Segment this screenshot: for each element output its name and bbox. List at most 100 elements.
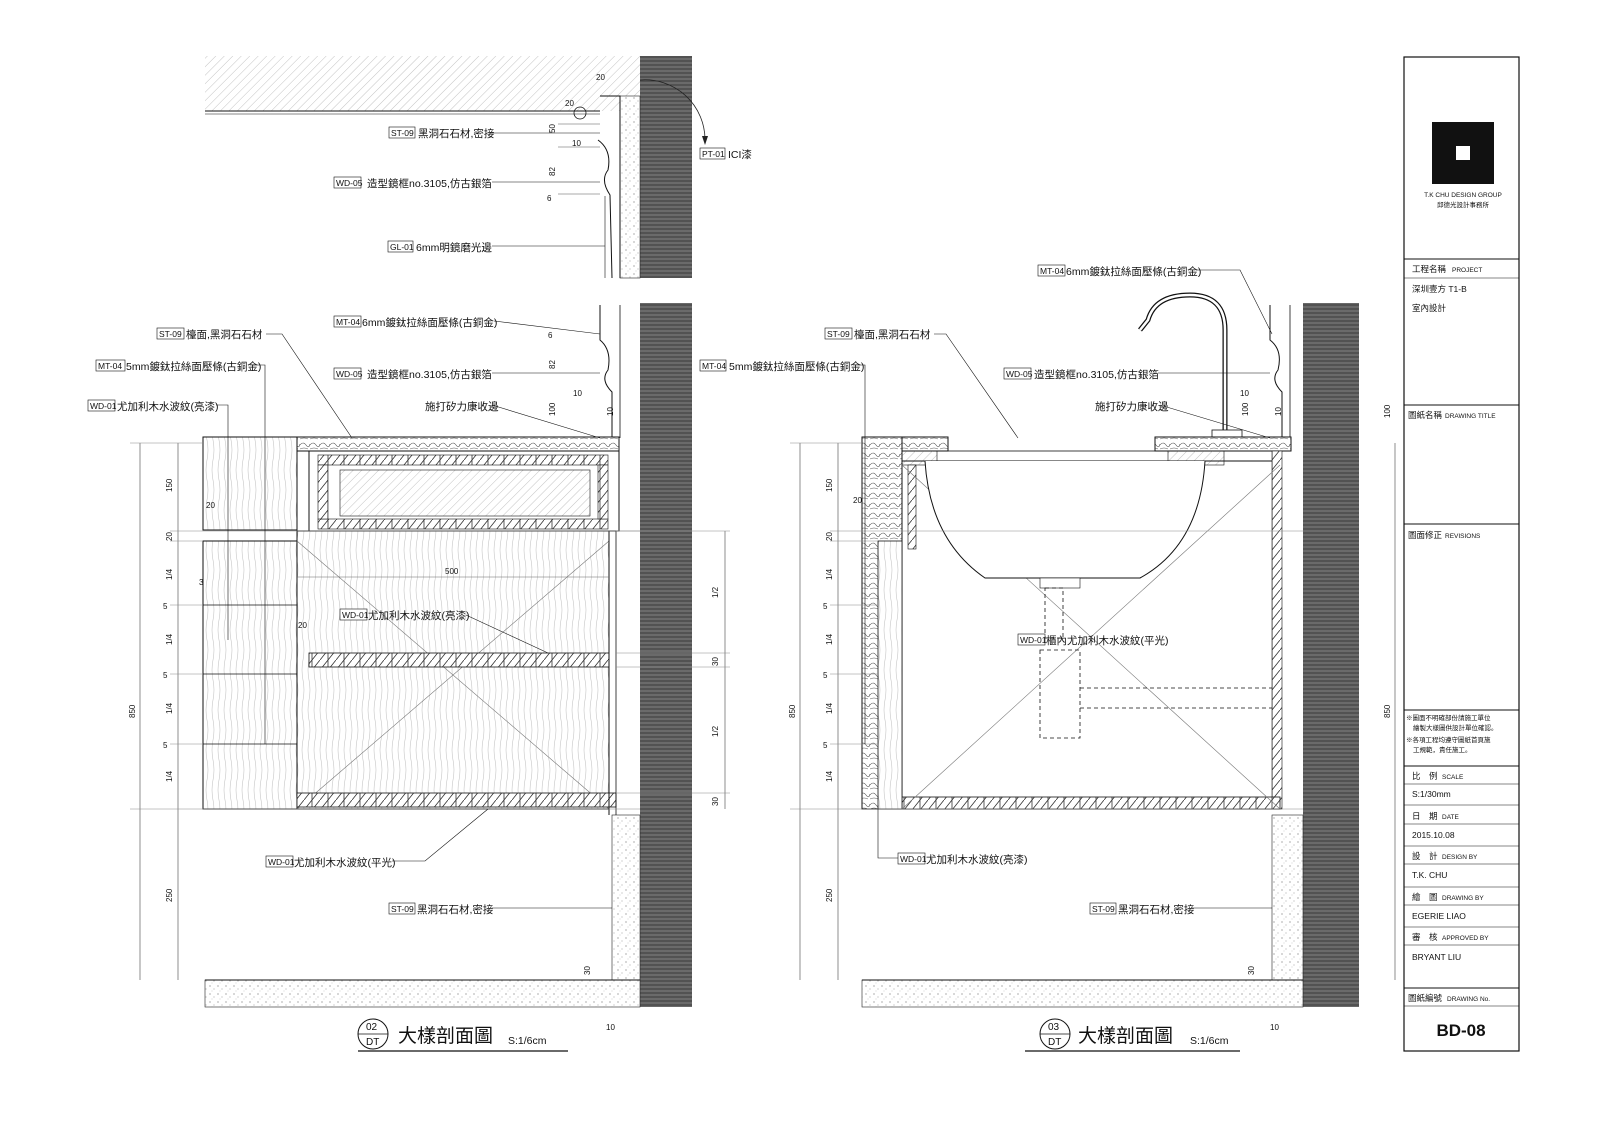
svg-text:※圖面不明確部份請施工單位: ※圖面不明確部份請施工單位 [1406,713,1491,722]
dims-left-03: 150 20 1/4 5 1/4 5 1/4 5 1/4 250 850 20 … [788,389,1396,1032]
svg-text:尤加利木水波紋(亮漆): 尤加利木水波紋(亮漆) [926,853,1028,866]
floor-03 [861,979,1304,1008]
svg-text:30: 30 [711,657,720,666]
svg-text:20: 20 [853,496,862,505]
svg-text:1/4: 1/4 [825,770,834,782]
svg-text:5: 5 [823,741,828,750]
svg-text:設 計: 設 計 [1412,851,1438,861]
svg-text:S:1/30mm: S:1/30mm [1412,789,1451,799]
svg-text:造型鏡框no.3105,仿古銀箔: 造型鏡框no.3105,仿古銀箔 [367,368,492,381]
label-pt01-top: PT-01 ICI漆 [699,147,752,161]
svg-text:850: 850 [128,704,137,718]
svg-text:10: 10 [606,1023,615,1032]
svg-text:10: 10 [1274,407,1283,416]
svg-text:3: 3 [199,578,204,587]
svg-text:比 例: 比 例 [1412,771,1438,781]
svg-text:5: 5 [163,602,168,611]
section-03: 150 20 1/4 5 1/4 5 1/4 5 1/4 250 850 20 … [699,264,1396,1052]
label-mt04-6mm-02: MT-04 6mm鍍鈦拉絲面壓條(古銅金) [333,315,601,335]
label-wd01-shelf-02: WD-01 尤加利木水波紋(亮漆) [339,608,549,654]
svg-text:1/2: 1/2 [711,725,720,737]
label-mt04-5mm-03: MT-04 5mm鍍鈦拉絲面壓條(古銅金) [699,359,866,744]
svg-text:室內設計: 室內設計 [1412,303,1447,313]
svg-text:工程名稱: 工程名稱 [1412,264,1447,274]
svg-text:82: 82 [548,360,557,369]
svg-text:5mm鍍鈦拉絲面壓條(古銅金): 5mm鍍鈦拉絲面壓條(古銅金) [126,360,261,373]
svg-text:100: 100 [1241,402,1250,416]
svg-text:MT-04: MT-04 [702,361,726,371]
svg-text:REVISIONS: REVISIONS [1445,533,1481,540]
svg-text:1/4: 1/4 [825,702,834,714]
svg-text:施打矽力康收邊: 施打矽力康收邊 [425,400,499,413]
svg-text:APPROVED BY: APPROVED BY [1442,935,1489,942]
svg-text:02: 02 [366,1022,378,1033]
drawing-number: BD-08 [1436,1021,1485,1040]
label-wd01-front-03: WD-01 尤加利木水波紋(亮漆) [877,805,1028,866]
svg-text:ST-09: ST-09 [159,329,182,339]
svg-text:PROJECT: PROJECT [1452,267,1482,274]
svg-text:圖面修正: 圖面修正 [1408,530,1443,540]
svg-text:250: 250 [165,888,174,902]
label-mt04-5mm-02: MT-04 5mm鍍鈦拉絲面壓條(古銅金) [95,359,266,744]
label-st09-counter-03: ST-09 檯面,黑洞石石材 [824,327,1019,439]
svg-text:造型鏡框no.3105,仿古銀箔: 造型鏡框no.3105,仿古銀箔 [367,177,492,190]
svg-text:WD-05: WD-05 [336,178,363,188]
svg-text:DESIGN BY: DESIGN BY [1442,854,1478,861]
svg-text:黑洞石石材,密接: 黑洞石石材,密接 [418,127,495,140]
svg-text:5: 5 [163,671,168,680]
svg-text:03: 03 [1048,1022,1060,1033]
svg-text:100: 100 [1383,404,1392,418]
svg-text:30: 30 [583,966,592,975]
drawer-front-02 [202,540,298,810]
svg-text:繪製大樣圖供設計單位確認。: 繪製大樣圖供設計單位確認。 [1413,723,1498,732]
svg-text:GL-01: GL-01 [390,242,414,252]
label-st09-base-02: ST-09 黑洞石石材,密接 [388,902,612,916]
svg-text:尤加利木水波紋(亮漆): 尤加利木水波紋(亮漆) [117,400,219,413]
svg-text:82: 82 [548,167,557,176]
drain-trap [1039,587,1272,739]
label-mt04-6mm-03: MT-04 6mm鍍鈦拉絲面壓條(古銅金) [1037,264,1273,335]
sink-bowl [924,460,1206,579]
top-detail-dims: 20 20 50 10 82 6 [547,73,605,203]
svg-text:WD-01: WD-01 [342,610,369,620]
wall-main-02 [640,303,692,1007]
svg-text:大樣剖面圖: 大樣剖面圖 [398,1025,493,1047]
svg-text:150: 150 [825,478,834,492]
svg-text:1/4: 1/4 [165,770,174,782]
svg-text:150: 150 [165,478,174,492]
svg-text:WD-05: WD-05 [1006,369,1033,379]
svg-text:PT-01: PT-01 [702,149,725,159]
svg-text:EGERIE LIAO: EGERIE LIAO [1412,911,1466,921]
label-gl01-top: GL-01 6mm明鏡磨光邊 [387,240,605,254]
svg-text:WD-01: WD-01 [268,857,295,867]
title-block: T.K CHU DESIGN GROUP 邱德光設計事務所 工程名稱 PROJE… [1403,56,1520,1052]
svg-text:MT-04: MT-04 [336,317,360,327]
svg-text:1/4: 1/4 [165,568,174,580]
svg-text:2015.10.08: 2015.10.08 [1412,830,1455,840]
svg-text:MT-04: MT-04 [1040,266,1064,276]
svg-text:審 核: 審 核 [1412,932,1438,942]
svg-text:DRAWING No.: DRAWING No. [1447,996,1490,1003]
svg-text:10: 10 [1270,1023,1279,1032]
svg-text:10: 10 [606,407,615,416]
svg-text:檯面,黑洞石石材: 檯面,黑洞石石材 [854,328,931,341]
svg-text:10: 10 [1240,389,1249,398]
floor-02 [204,979,641,1008]
svg-text:T.K. CHU: T.K. CHU [1412,870,1447,880]
svg-text:大樣剖面圖: 大樣剖面圖 [1078,1025,1173,1047]
svg-text:20: 20 [596,73,605,82]
svg-text:ST-09: ST-09 [391,904,414,914]
svg-text:30: 30 [711,797,720,806]
label-sealant-02: 施打矽力康收邊 [425,400,601,439]
svg-text:邱德光設計事務所: 邱德光設計事務所 [1437,200,1490,209]
svg-text:DATE: DATE [1442,814,1460,821]
svg-text:1/4: 1/4 [165,702,174,714]
svg-text:5: 5 [823,602,828,611]
svg-text:日 期: 日 期 [1412,811,1438,821]
svg-text:10: 10 [573,389,582,398]
svg-text:250: 250 [825,888,834,902]
label-st09-top: ST-09 黑洞石石材,密接 [388,126,600,140]
svg-text:DRAWING BY: DRAWING BY [1442,895,1484,902]
svg-text:施打矽力康收邊: 施打矽力康收邊 [1095,400,1169,413]
stone-edge-02 [202,436,298,531]
